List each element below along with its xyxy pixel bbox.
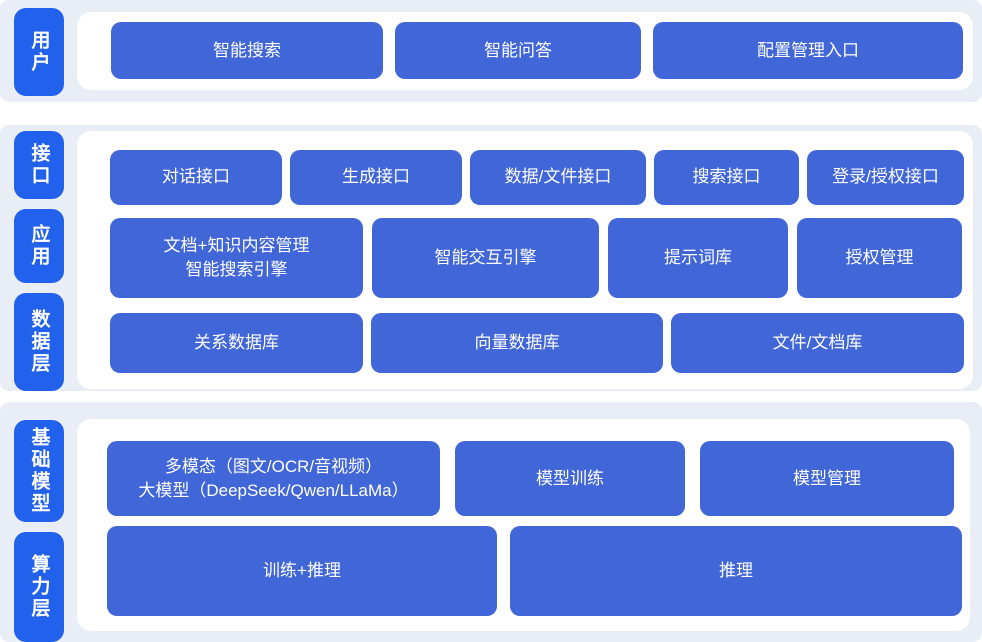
block-authorization-management: 授权管理 [797, 217, 962, 298]
block-data-file-api: 数据/文件接口 [470, 149, 646, 205]
layer-label-application: 应用 [14, 208, 64, 283]
layer-label-column: 用户 [14, 0, 64, 102]
section-user-layer: 用户 智能搜索 智能问答 配置管理入口 [0, 0, 982, 102]
block-vector-database: 向量数据库 [371, 312, 663, 373]
block-smart-search: 智能搜索 [111, 22, 383, 79]
compute-layer-row: 训练+推理 推理 [107, 526, 962, 616]
layer-label-compute-layer: 算力层 [14, 532, 64, 642]
layer-label-base-model: 基础模型 [14, 420, 64, 522]
block-training-plus-inference: 训练+推理 [107, 526, 497, 616]
block-doc-knowledge-search-engine: 文档+知识内容管理 智能搜索引擎 [110, 217, 363, 298]
block-model-training: 模型训练 [455, 441, 685, 516]
block-dialog-api: 对话接口 [110, 149, 282, 205]
layer-label-column: 接口 应用 数据层 [14, 125, 64, 391]
section-middle-layers: 接口 应用 数据层 对话接口 生成接口 数据/文件接口 搜索接口 登录/授权接口… [0, 124, 982, 391]
block-relational-database: 关系数据库 [110, 312, 363, 373]
block-inference: 推理 [510, 526, 962, 616]
application-layer-row: 文档+知识内容管理 智能搜索引擎 智能交互引擎 提示词库 授权管理 [110, 217, 965, 298]
block-search-api: 搜索接口 [654, 149, 799, 205]
block-login-auth-api: 登录/授权接口 [807, 149, 964, 205]
user-layer-panel: 智能搜索 智能问答 配置管理入口 [77, 12, 973, 90]
block-multimodal-large-model: 多模态（图文/OCR/音视频） 大模型（DeepSeek/Qwen/LLaMa） [107, 441, 440, 516]
bottom-layers-panel: 多模态（图文/OCR/音视频） 大模型（DeepSeek/Qwen/LLaMa）… [77, 419, 970, 631]
block-generation-api: 生成接口 [290, 149, 462, 205]
block-config-management-entry: 配置管理入口 [653, 22, 963, 79]
section-bottom-layers: 基础模型 算力层 多模态（图文/OCR/音视频） 大模型（DeepSeek/Qw… [0, 402, 982, 642]
data-layer-row: 关系数据库 向量数据库 文件/文档库 [110, 312, 965, 373]
layer-label-user: 用户 [14, 8, 64, 96]
block-prompt-library: 提示词库 [608, 217, 788, 298]
middle-layers-panel: 对话接口 生成接口 数据/文件接口 搜索接口 登录/授权接口 文档+知识内容管理… [77, 130, 973, 389]
base-model-row: 多模态（图文/OCR/音视频） 大模型（DeepSeek/Qwen/LLaMa）… [107, 441, 962, 516]
layer-label-column: 基础模型 算力层 [14, 402, 64, 642]
layer-label-data-layer: 数据层 [14, 292, 64, 391]
block-smart-interaction-engine: 智能交互引擎 [372, 217, 599, 298]
interface-layer-row: 对话接口 生成接口 数据/文件接口 搜索接口 登录/授权接口 [110, 149, 965, 205]
layer-label-interface: 接口 [14, 130, 64, 199]
block-file-document-store: 文件/文档库 [671, 312, 964, 373]
user-layer-row: 智能搜索 智能问答 配置管理入口 [111, 22, 965, 79]
block-smart-qa: 智能问答 [395, 22, 641, 79]
block-model-management: 模型管理 [700, 441, 954, 516]
